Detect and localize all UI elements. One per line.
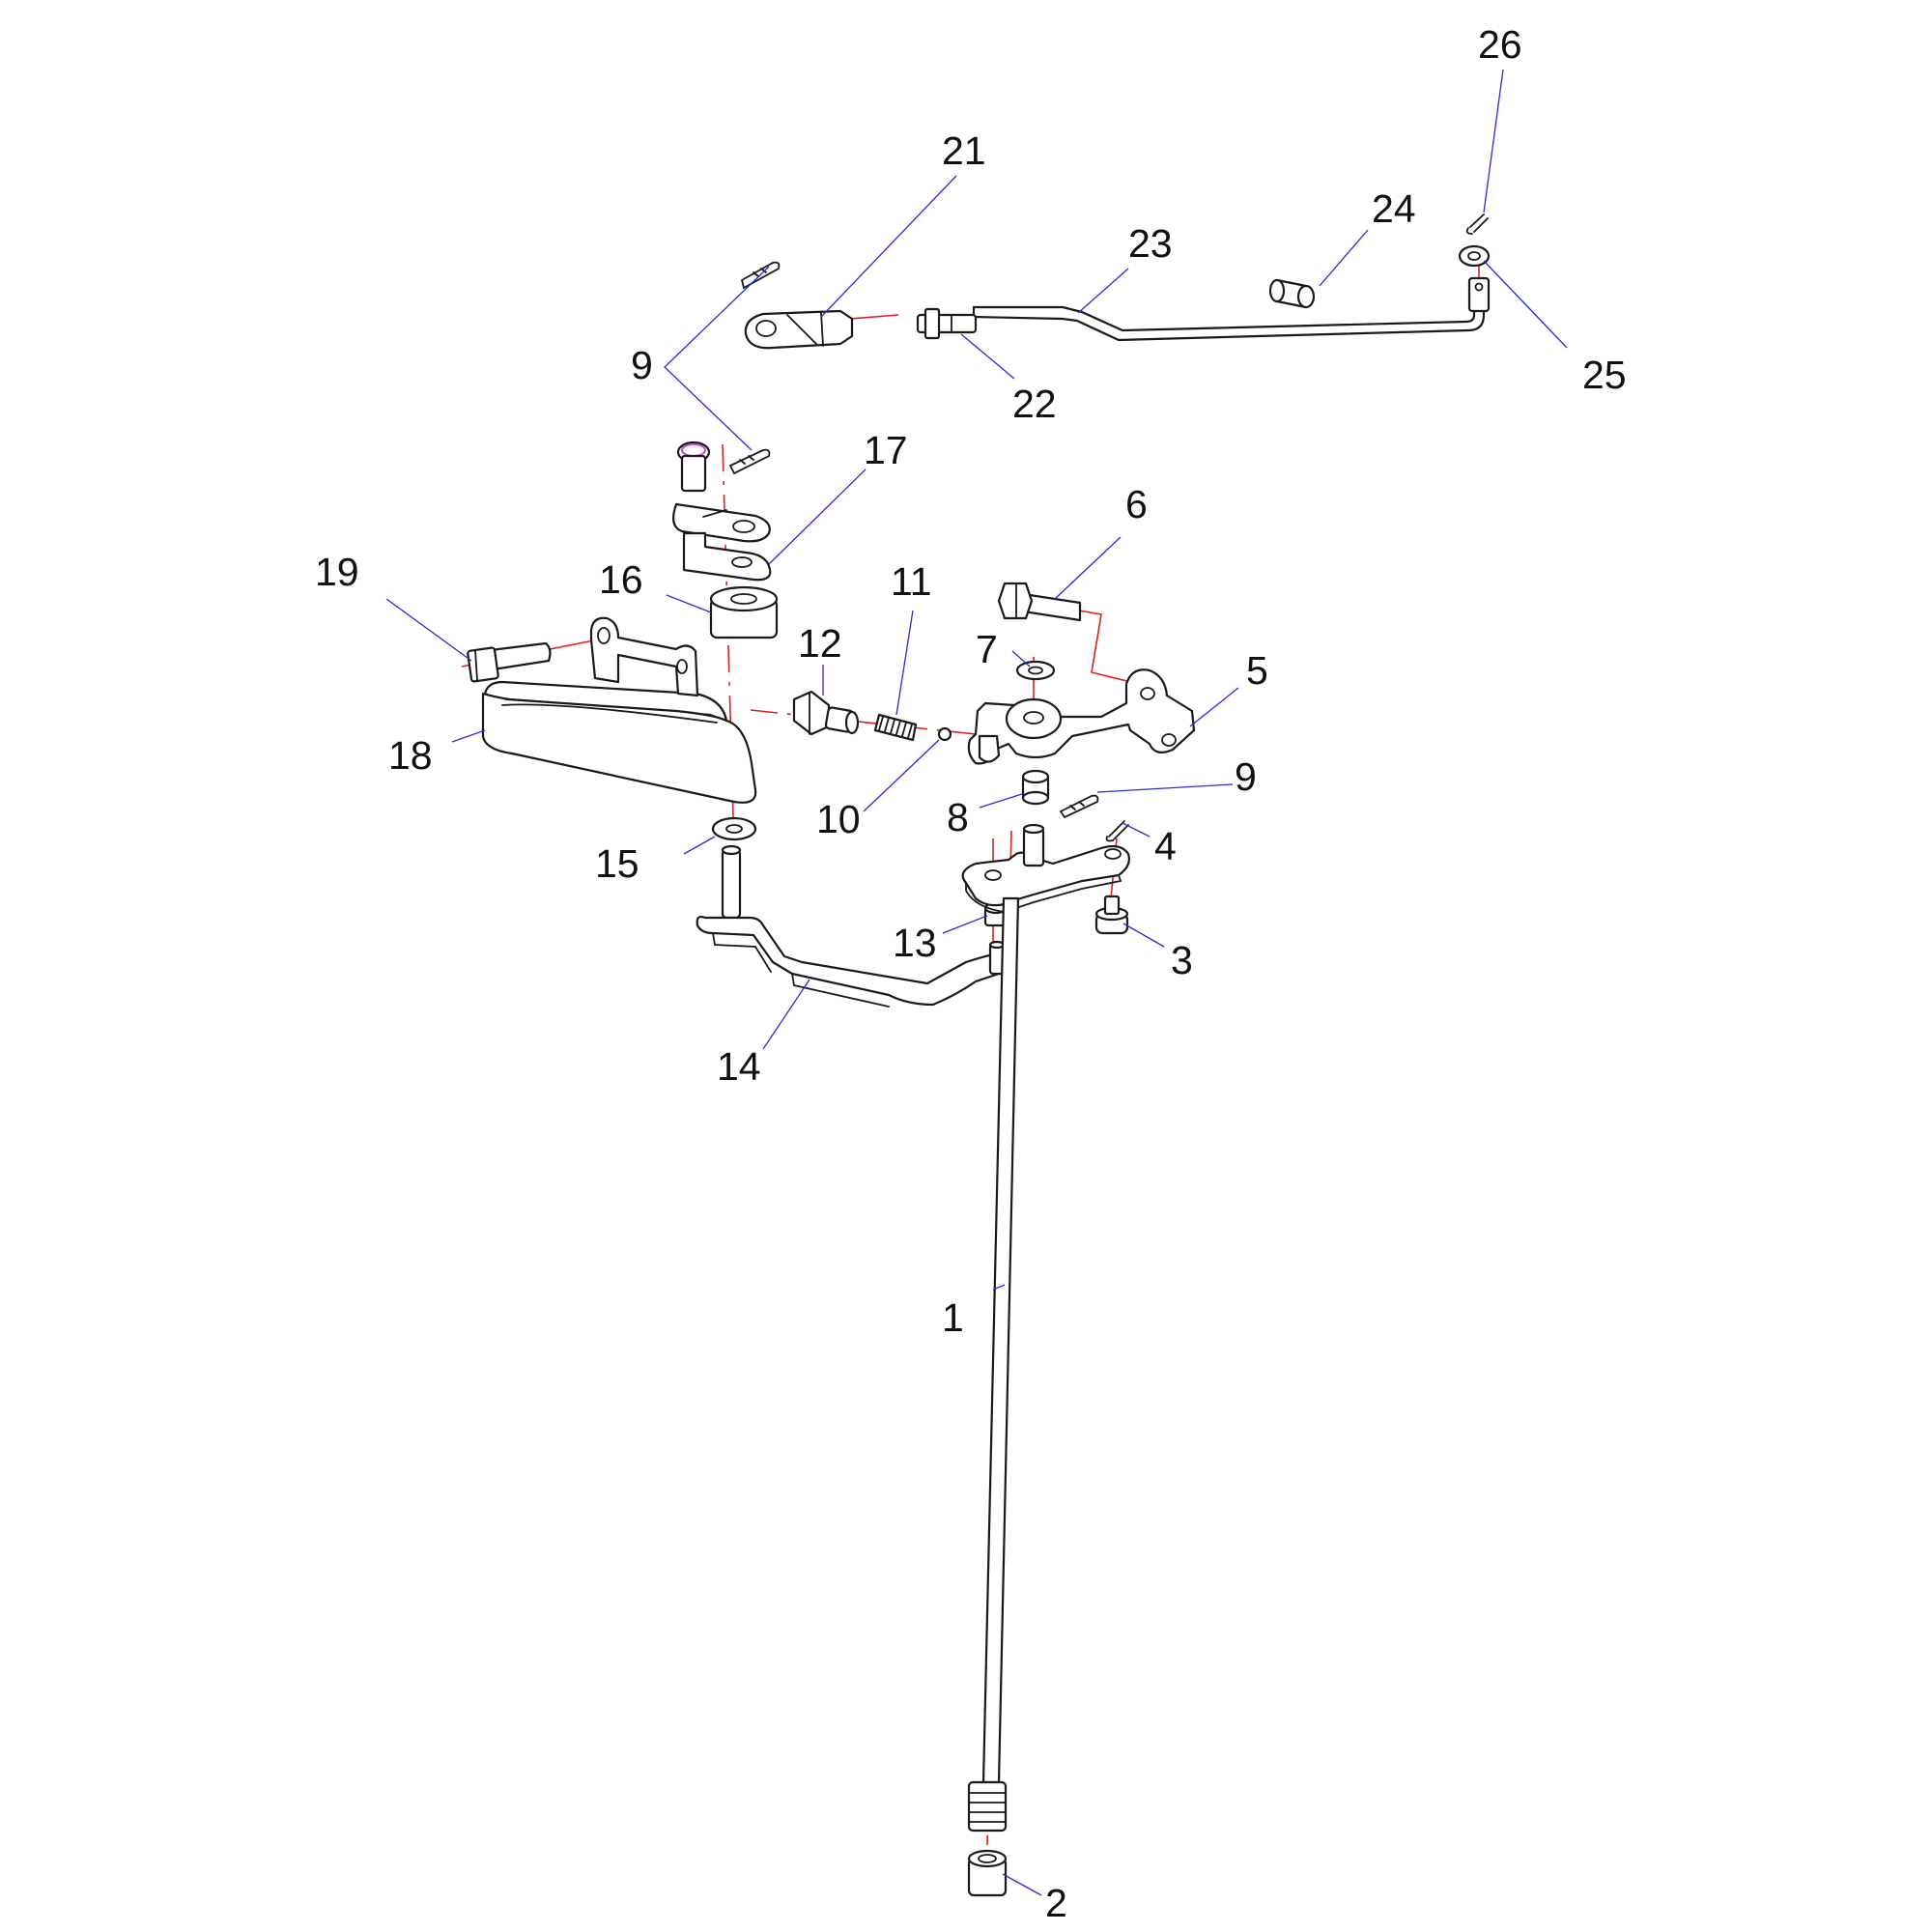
callout-19: 19 (315, 550, 359, 594)
callout-13: 13 (893, 921, 937, 965)
bushing-24 (1268, 278, 1316, 309)
washer-7 (1015, 660, 1056, 681)
callout-11: 11 (891, 559, 932, 604)
pedal-plate (481, 616, 757, 804)
adjuster-screw (792, 690, 860, 736)
callout-4: 4 (1154, 824, 1177, 868)
callout-9-right: 9 (1235, 754, 1257, 799)
callout-labels: 1 2 3 4 5 6 7 8 9 9 10 11 12 13 14 15 16… (315, 22, 1627, 1925)
washer-25 (1458, 244, 1491, 268)
callout-18: 18 (388, 733, 433, 778)
callout-16: 16 (599, 557, 643, 602)
callout-14: 14 (717, 1044, 761, 1089)
callout-26: 26 (1478, 22, 1522, 67)
ball-10 (937, 726, 952, 742)
callout-8: 8 (947, 795, 969, 839)
callout-24: 24 (1372, 186, 1416, 231)
cotter-pin-26 (1465, 213, 1489, 235)
callout-25: 25 (1582, 353, 1627, 397)
link-arm (696, 844, 1012, 1008)
end-nut-2 (967, 1849, 1008, 1897)
pin-4 (1105, 820, 1129, 842)
pivot-bracket (671, 440, 772, 582)
assembly-axes (461, 261, 1480, 1846)
callout-17: 17 (864, 428, 908, 472)
cotter-pin-9-right (1059, 794, 1099, 819)
callout-5: 5 (1246, 648, 1268, 693)
callout-22: 22 (1012, 382, 1057, 426)
callout-15: 15 (595, 841, 639, 886)
callout-10: 10 (816, 797, 861, 841)
callout-6: 6 (1125, 482, 1148, 526)
clevis (744, 309, 854, 350)
cap-3 (1094, 895, 1129, 935)
callout-23: 23 (1128, 221, 1173, 266)
bushing-8 (1021, 769, 1050, 806)
shift-rod (972, 276, 1491, 342)
callout-12: 12 (798, 621, 842, 666)
main-shaft (967, 896, 1020, 1833)
bolt-19 (467, 641, 552, 683)
bolt-6 (997, 582, 1082, 622)
shaft-plate (961, 823, 1130, 913)
callout-7: 7 (976, 627, 998, 671)
rod-end-fitting (916, 307, 978, 340)
callout-21: 21 (942, 128, 986, 173)
spacer-16 (709, 585, 779, 639)
leader-lines (385, 69, 1568, 1896)
cotter-pin-9-top (728, 261, 781, 475)
shift-lever (967, 668, 1196, 765)
callout-1: 1 (942, 1295, 964, 1340)
callout-3: 3 (1171, 938, 1193, 982)
spring-11 (873, 713, 918, 742)
callout-9-top: 9 (631, 343, 653, 387)
callout-2: 2 (1045, 1881, 1067, 1925)
washer-15 (711, 816, 757, 841)
